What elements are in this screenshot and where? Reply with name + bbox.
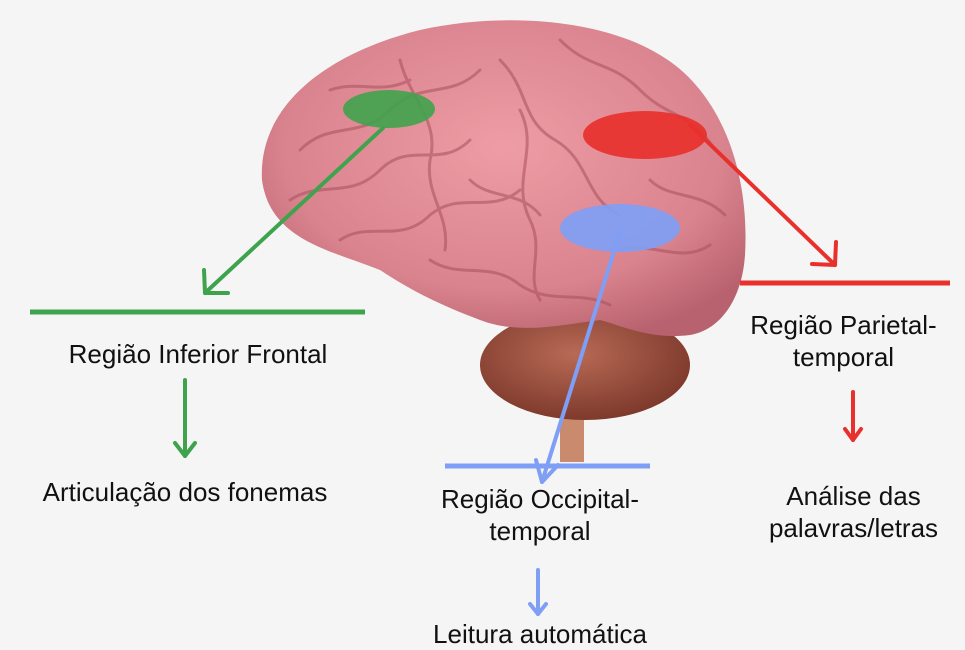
occipital-region-label-line1: Região Occipital- bbox=[441, 484, 639, 514]
frontal-down-arrowhead bbox=[173, 441, 197, 458]
cerebellum bbox=[480, 310, 690, 420]
parietal-function-label: Análise das palavras/letras bbox=[742, 480, 965, 544]
occipital-region-label-line2: temporal bbox=[489, 516, 591, 546]
frontal-pointer-arrow bbox=[203, 126, 385, 295]
parietal-pointer-arrowhead bbox=[810, 240, 838, 267]
parietal-function-label-line1: Análise das bbox=[786, 481, 921, 511]
frontal-region-label: Região Inferior Frontal bbox=[68, 339, 328, 369]
parietal-down-arrowhead bbox=[843, 427, 863, 442]
occipital-region-label: Região Occipital- temporal bbox=[400, 483, 680, 547]
frontal-function-label: Articulação dos fonemas bbox=[42, 477, 328, 507]
parietal-pointer-arrow bbox=[688, 123, 837, 267]
frontal-region-marker bbox=[343, 90, 435, 128]
parietal-region-marker bbox=[583, 111, 707, 159]
occipital-down-arrowhead bbox=[528, 602, 548, 616]
cerebrum bbox=[261, 20, 746, 337]
occipital-pointer-arrow bbox=[540, 230, 622, 484]
occipital-function-label: Leitura automática bbox=[433, 619, 647, 649]
frontal-pointer-arrowhead bbox=[202, 268, 230, 295]
parietal-function-label-line2: palavras/letras bbox=[768, 513, 939, 543]
parietal-region-label: Região Parietal- temporal bbox=[722, 309, 965, 373]
parietal-region-label-line1: Região Parietal- bbox=[750, 310, 937, 340]
occipital-region-marker bbox=[560, 204, 680, 252]
parietal-region-label-line2: temporal bbox=[792, 342, 895, 372]
